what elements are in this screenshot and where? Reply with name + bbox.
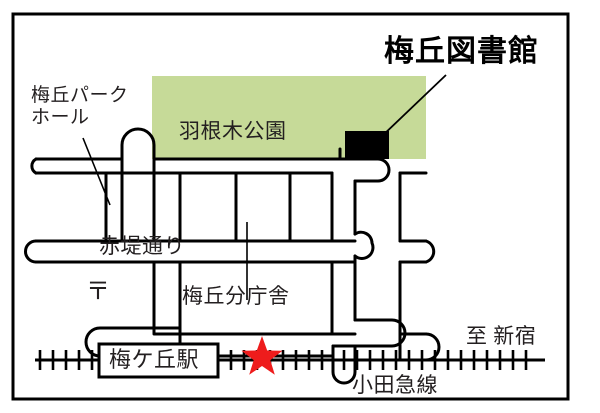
title-leader-line xyxy=(379,74,447,139)
label-rail-line: 小田急線 xyxy=(352,373,438,397)
label-station: 梅ケ丘駅 xyxy=(109,347,200,372)
station-box[interactable] xyxy=(97,342,220,379)
label-branch-office: 梅丘分庁舎 xyxy=(182,284,290,308)
postal-mark-icon: 〒 xyxy=(86,277,111,305)
park-hall-leader-line xyxy=(82,137,111,206)
label-avenue: 赤堤通り xyxy=(99,234,185,258)
label-direction: 至 新宿 xyxy=(466,324,537,348)
page-title: 梅丘図書館 xyxy=(384,34,539,69)
road-network xyxy=(24,127,441,385)
label-park-hall: 梅丘パークホール xyxy=(31,85,129,129)
star-marker[interactable] xyxy=(241,336,283,375)
label-park: 羽根木公園 xyxy=(179,119,287,143)
